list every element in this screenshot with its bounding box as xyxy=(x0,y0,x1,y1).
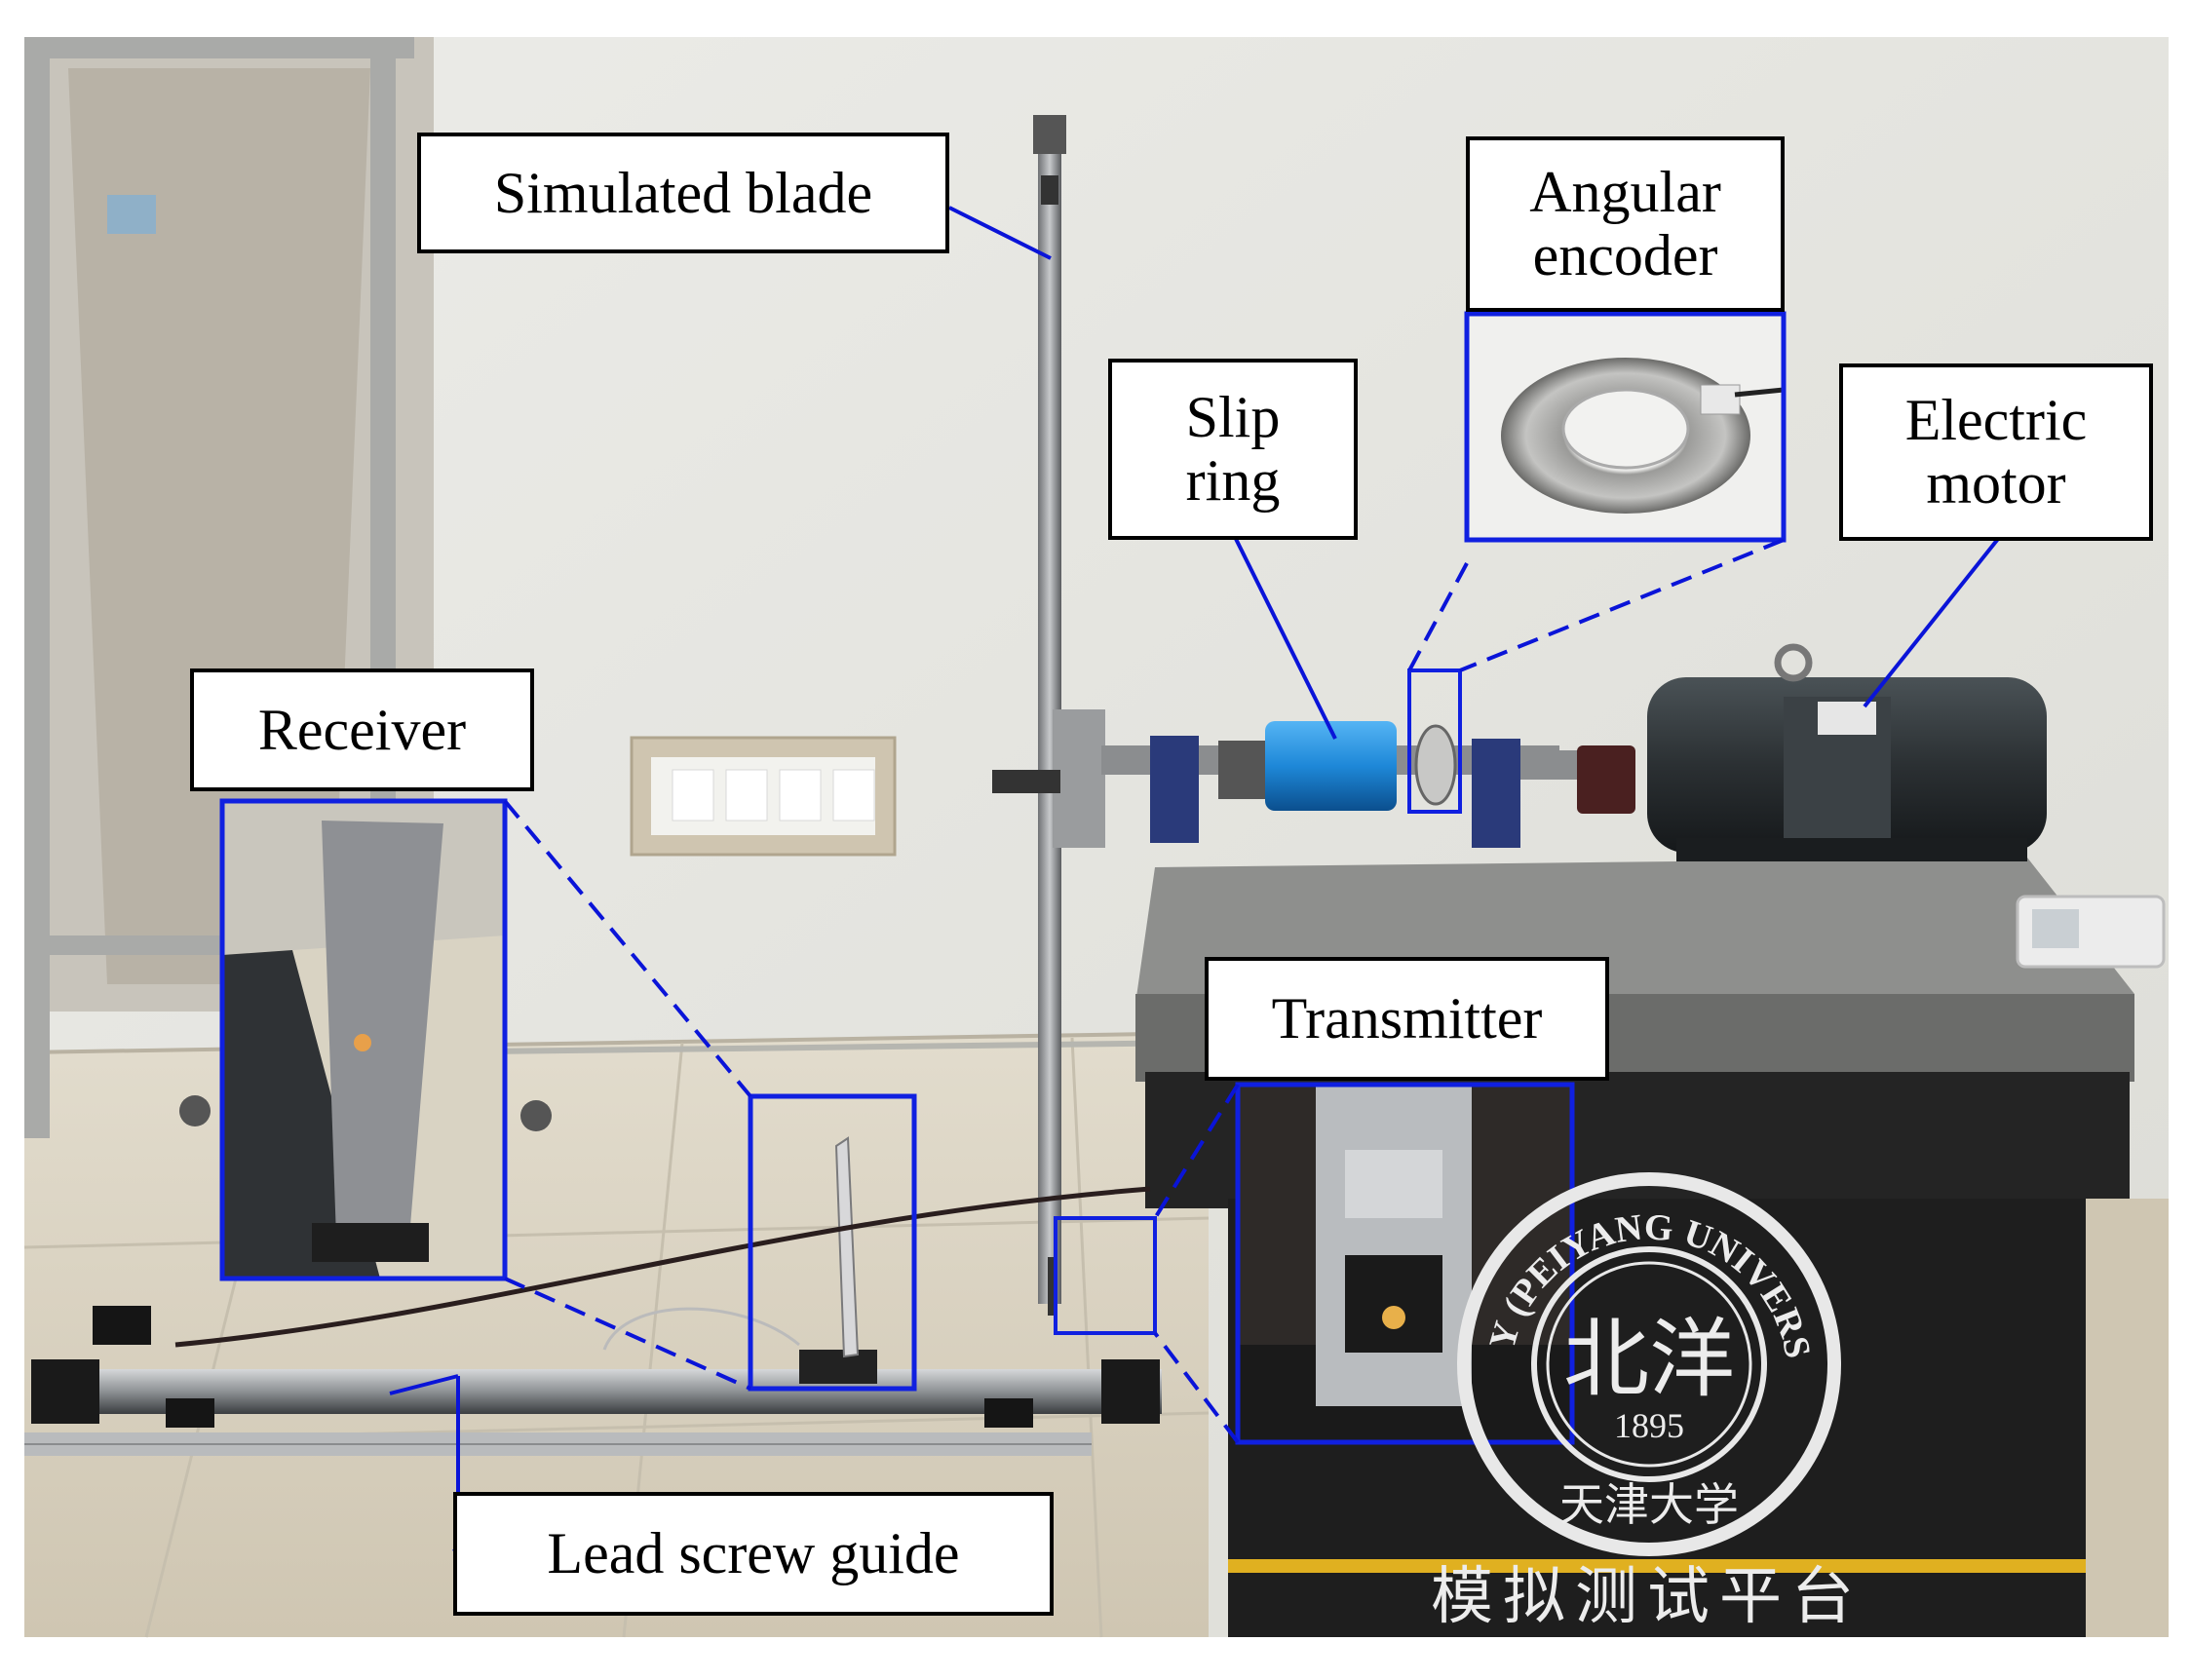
encoder-highlight-box xyxy=(1407,668,1462,814)
encoder-ring xyxy=(1414,724,1457,806)
seal-year: 1895 xyxy=(1614,1406,1684,1445)
seal-bottom-chars: 天津大学 xyxy=(1559,1478,1739,1531)
lead-screw-guide-rail xyxy=(31,1306,1162,1428)
coupling xyxy=(1577,745,1635,814)
label-transmitter: Transmitter xyxy=(1205,957,1609,1081)
electric-motor xyxy=(1647,643,2047,861)
seal-center-chars: 北洋 xyxy=(1563,1309,1735,1409)
label-slip-ring: Slip ring xyxy=(1108,359,1358,540)
receiver-blade xyxy=(834,1136,860,1358)
label-angular-encoder: Angular encoder xyxy=(1466,136,1785,312)
transmitter-highlight-box xyxy=(1054,1216,1157,1335)
label-lead-screw-guide: Lead screw guide xyxy=(453,1492,1054,1616)
receiver-highlight-box xyxy=(748,1093,917,1392)
transmitter-inset xyxy=(1235,1082,1575,1445)
label-electric-motor: Electric motor xyxy=(1839,363,2153,541)
receiver-inset xyxy=(219,798,508,1281)
outlet-icon xyxy=(630,736,897,857)
platform-text: 模拟测试平台 xyxy=(1431,1561,1864,1633)
angular-encoder-inset xyxy=(1464,311,1787,543)
label-receiver: Receiver xyxy=(190,668,534,791)
ruler xyxy=(24,1432,1092,1456)
bearing-block-right xyxy=(1472,739,1520,848)
dashed-callout-lines xyxy=(503,538,1785,1444)
bearing-block-left xyxy=(1150,736,1199,843)
slip-ring-body xyxy=(1265,721,1397,811)
label-simulated-blade: Simulated blade xyxy=(417,133,949,253)
